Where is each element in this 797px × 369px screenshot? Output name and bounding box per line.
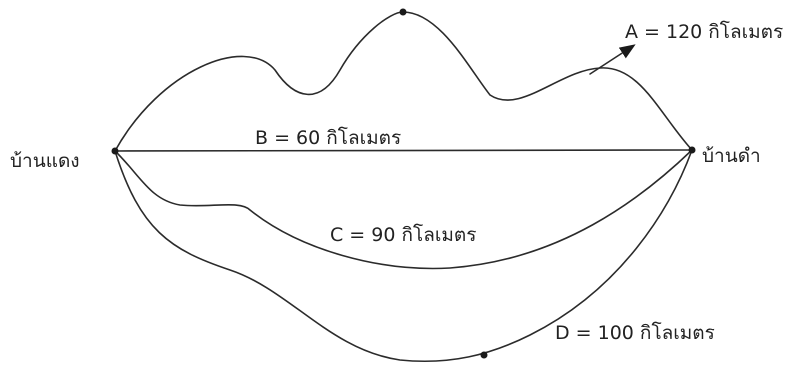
end-point (688, 146, 696, 154)
route-a-path (114, 11, 693, 152)
route-d-point (480, 351, 488, 359)
route-c-label: C = 90 กิโลเมตร (330, 224, 477, 246)
route-b-path (114, 149, 693, 152)
route-a-peak-point (399, 8, 407, 16)
end-place-label: บ้านดำ (702, 145, 761, 167)
route-d-path (114, 149, 693, 363)
route-c-path (114, 149, 693, 270)
route-b-label: B = 60 กิโลเมตร (255, 127, 402, 149)
route-a-arrow (589, 44, 636, 75)
route-d-label: D = 100 กิโลเมตร (555, 322, 715, 344)
route-a-label: A = 120 กิโลเมตร (625, 21, 784, 43)
start-point (111, 147, 119, 155)
start-place-label: บ้านแดง (10, 150, 80, 172)
